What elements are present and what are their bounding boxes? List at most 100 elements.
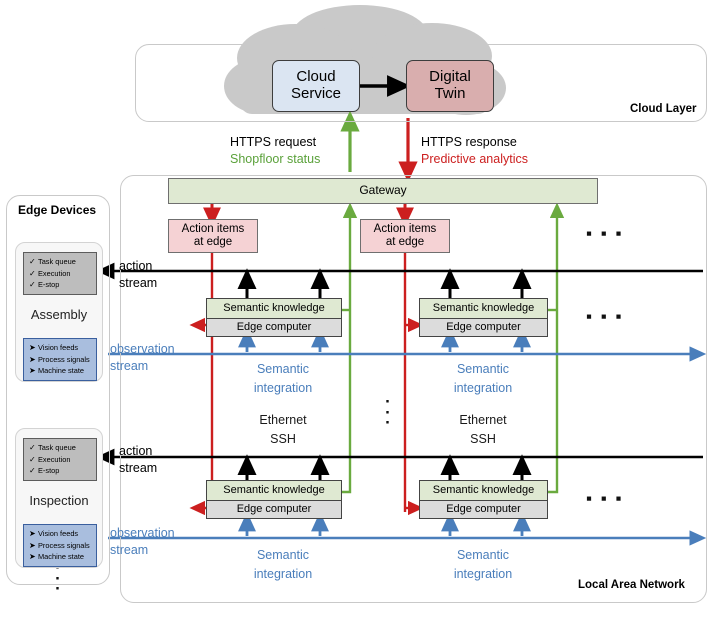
inspection-action-chip[interactable]: ✓Task queue ✓Execution ✓E-stop [23,438,97,481]
arrow-icon: ➤ [29,354,36,364]
chip-item: ✓Task queue [29,443,76,452]
device-card-assembly[interactable]: ✓Task queue ✓Execution ✓E-stop Assembly … [15,242,103,382]
protocol-label-left-line1: Ethernet [259,413,307,427]
semantic-knowledge-box-b2[interactable]: Semantic knowledge [419,480,548,500]
cloud-service-label-line2: Service [290,85,342,102]
red-action-trunk-right [403,252,424,516]
action-items-line1: Action items [373,223,437,236]
arrow-icon: ➤ [29,529,36,538]
assembly-action-chip[interactable]: ✓Task queue ✓Execution ✓E-stop [23,252,97,295]
inspection-device-name: Inspection [29,493,89,508]
https-response-title: HTTPS response [421,135,517,149]
action-items-line2: at edge [193,236,233,248]
semantic-integration-b1-line1: Semantic [256,548,310,562]
check-icon: ✓ [29,454,36,464]
edge-devices-label: Edge Devices [18,203,97,217]
edge-devices-panel [6,195,110,585]
action-items-line1: Action items [181,223,245,236]
gateway-box[interactable]: Gateway [168,178,598,204]
chip-item: ✓Execution [29,268,71,278]
black-uplinks-inspection [237,454,532,480]
semantic-integration-b1-line2: integration [253,567,313,581]
action-stream-label-inspection-line1: action [119,444,153,458]
https-request-title: HTTPS request [230,135,317,149]
blue-uplinks-assembly [238,327,531,352]
arrow-icon: ➤ [29,366,36,376]
green-riser-left [342,202,358,494]
observation-stream-label-inspection-line2: stream [110,543,149,557]
cloud-layer-panel [135,44,707,122]
gateway-label: Gateway [359,183,407,198]
action-stream-label-assembly-line1: action [119,259,153,273]
arrow-icon: ➤ [29,552,36,562]
chip-item: ➤Process signals [29,540,90,550]
assembly-device-name: Assembly [30,307,88,322]
protocol-label-right-line2: SSH [470,432,496,446]
blue-uplinks-inspection [238,511,531,536]
check-icon: ✓ [29,443,36,452]
https-request-subtitle: Shopfloor status [230,152,321,166]
semantic-integration-a1-line1: Semantic [256,362,310,376]
device-card-inspection[interactable]: ✓Task queue ✓Execution ✓E-stop Inspectio… [15,428,103,568]
dot: · [55,568,61,588]
check-icon: ✓ [29,466,36,476]
edge-computer-box-b2[interactable]: Edge computer [419,500,548,519]
action-items-line2: at edge [385,236,425,248]
inspection-observation-chip[interactable]: ➤Vision feeds ➤Process signals ➤Machine … [23,524,97,567]
chip-item: ✓Execution [29,454,71,464]
action-items-box-2[interactable]: Action items at edge [360,219,450,253]
check-icon: ✓ [29,268,36,278]
dot: · [55,579,61,599]
observation-stream-label-assembly-line1: observation [110,342,175,356]
semantic-integration-a1-line2: integration [253,381,313,395]
observation-stream-label-assembly-line2: stream [110,359,149,373]
cloud-service-box[interactable]: Cloud Service [272,60,360,112]
digital-twin-label-line2: Twin [434,85,466,102]
red-gateway-to-action-arrows [203,204,414,227]
dot: · [385,413,391,433]
semantic-knowledge-box-b1[interactable]: Semantic knowledge [206,480,342,500]
https-response-subtitle: Predictive analytics [421,152,528,166]
ellipsis-action-items: ▪ ▪ ▪ [586,224,624,243]
edge-computer-box-a1[interactable]: Edge computer [206,318,342,337]
semantic-integration-b2-line1: Semantic [456,548,510,562]
observation-stream-label-inspection-line1: observation [110,526,175,540]
semantic-knowledge-label: Semantic knowledge [432,484,535,497]
semantic-integration-b2-line2: integration [453,567,513,581]
lan-label: Local Area Network [578,579,685,591]
black-uplinks-assembly [237,268,532,298]
chip-item: ➤Machine state [29,552,85,562]
edge-computer-box-b1[interactable]: Edge computer [206,500,342,519]
cloud-layer-label: Cloud Layer [630,103,697,115]
action-stream-label-inspection-line2: stream [119,461,158,475]
edge-computer-label: Edge computer [446,321,521,334]
assembly-observation-chip[interactable]: ➤Vision feeds ➤Process signals ➤Machine … [23,338,97,381]
semantic-integration-a2-line2: integration [453,381,513,395]
digital-twin-box[interactable]: Digital Twin [406,60,494,112]
chip-item: ✓E-stop [29,280,60,290]
chip-item: ➤Vision feeds [29,529,79,538]
edge-computer-label: Edge computer [446,503,521,516]
action-items-box-1[interactable]: Action items at edge [168,219,258,253]
edge-computer-box-a2[interactable]: Edge computer [419,318,548,337]
check-icon: ✓ [29,280,36,290]
protocol-label-right-line1: Ethernet [459,413,507,427]
semantic-knowledge-label: Semantic knowledge [223,302,325,315]
dot: · [385,402,391,422]
lan-panel [120,175,707,603]
arrow-icon: ➤ [29,343,36,352]
semantic-integration-a2-line1: Semantic [456,362,510,376]
chip-item: ➤Process signals [29,354,90,364]
semantic-knowledge-box-a1[interactable]: Semantic knowledge [206,298,342,318]
ellipsis-inspection-nodes: ▪ ▪ ▪ [586,489,624,508]
chip-item: ✓Task queue [29,257,76,266]
semantic-knowledge-label: Semantic knowledge [432,302,535,315]
ellipsis-vertical-middle: · · · [383,393,393,433]
semantic-knowledge-box-a2[interactable]: Semantic knowledge [419,298,548,318]
arrow-icon: ➤ [29,540,36,550]
green-riser-right [548,202,565,494]
cloud-service-label-line1: Cloud [296,68,336,86]
chip-item: ➤Machine state [29,366,85,376]
protocol-label-left-line2: SSH [270,432,296,446]
